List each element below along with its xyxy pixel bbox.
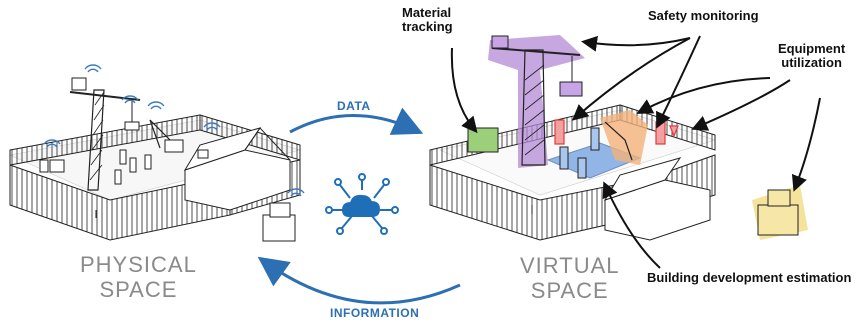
label-virtual-space: VIRTUAL SPACE xyxy=(520,253,620,304)
label-information-flow: INFORMATION xyxy=(330,306,420,320)
equipment-box xyxy=(262,202,296,242)
material-box xyxy=(467,127,499,153)
worker-icon xyxy=(39,149,209,185)
equipment-yellow xyxy=(752,185,808,240)
label-data-flow: DATA xyxy=(337,99,371,113)
virtual-site xyxy=(429,35,808,241)
excavator-highlight xyxy=(600,110,648,165)
label-equipment-utilization: Equipment utilization xyxy=(778,41,846,71)
excavator-icon xyxy=(149,119,184,153)
physical-site xyxy=(9,64,305,242)
label-safety-monitoring: Safety monitoring xyxy=(648,8,759,23)
crane-icon xyxy=(69,77,141,191)
crane-highlight xyxy=(488,35,585,168)
label-building-development: Building development estimation xyxy=(647,270,852,285)
site-building xyxy=(183,127,291,211)
label-material-tracking: Material tracking xyxy=(402,5,453,35)
wifi-icon xyxy=(43,64,305,197)
data-flow-arrow xyxy=(289,107,424,135)
information-flow-arrow xyxy=(257,256,461,305)
virtual-building xyxy=(603,157,711,241)
safety-workers xyxy=(554,119,679,145)
cloud-network-icon xyxy=(325,173,399,235)
annotation-arrows xyxy=(450,35,821,269)
label-physical-space: PHYSICAL SPACE xyxy=(80,252,197,303)
